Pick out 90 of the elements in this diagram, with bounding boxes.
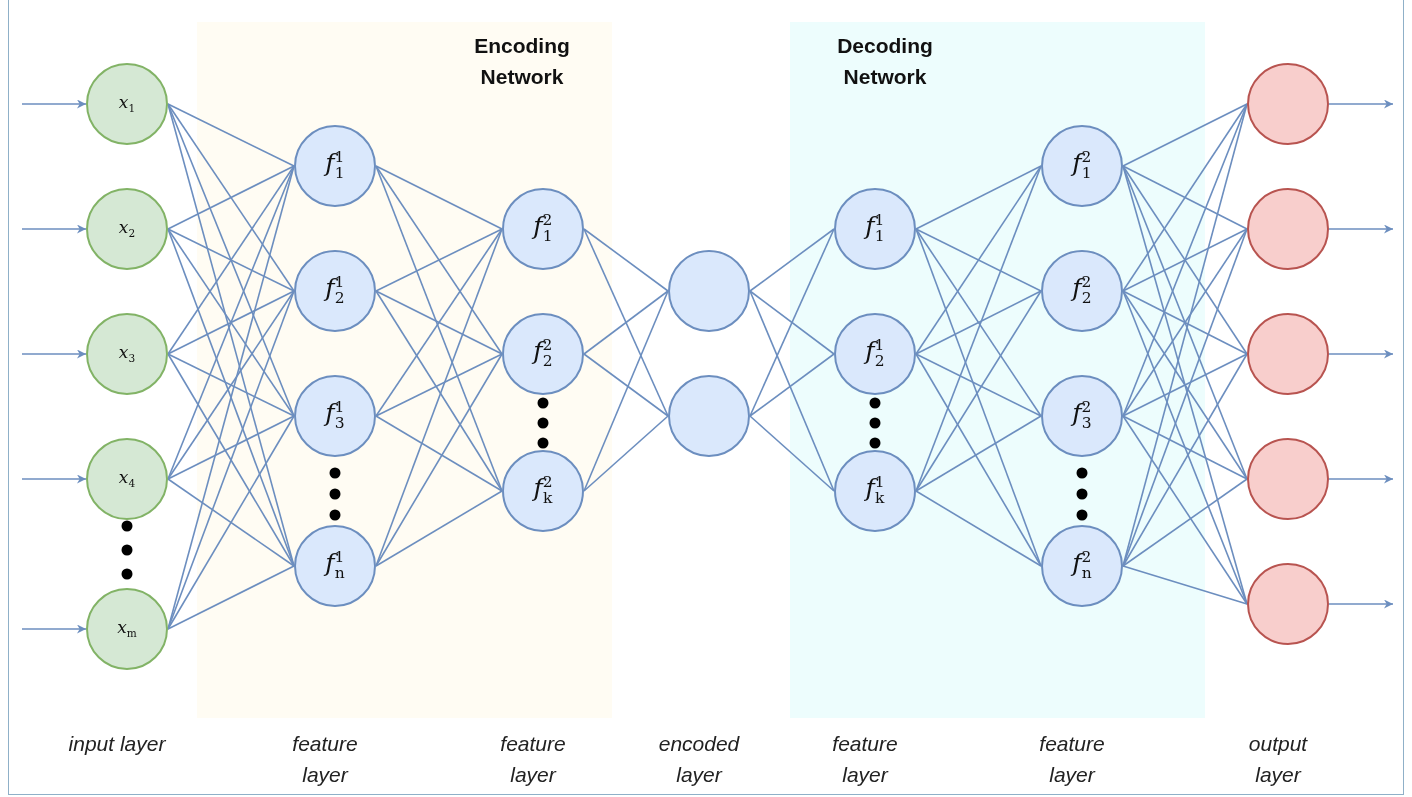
connection-line: [915, 228, 1042, 292]
arrow: [21, 349, 87, 359]
connection-line: [1122, 415, 1248, 480]
connection-line: [583, 228, 669, 417]
connection-line: [915, 353, 1042, 567]
connection-line: [167, 165, 295, 355]
region-title: Encoding Network: [473, 33, 571, 90]
connection-line: [167, 565, 295, 630]
arrow: [1328, 474, 1394, 484]
connection-line: [915, 415, 1042, 492]
connection-line: [1122, 290, 1248, 480]
arrow: [1328, 99, 1394, 109]
connection-line: [375, 353, 503, 417]
connection-line: [1122, 228, 1248, 292]
connection-line: [1122, 165, 1248, 230]
connection-line: [1122, 415, 1248, 605]
connection-line: [583, 415, 669, 492]
arrow: [1328, 349, 1394, 359]
connection-line: [1122, 353, 1248, 567]
connection-line: [167, 353, 295, 417]
neuron-label: x$_{2}$: [118, 219, 136, 239]
connection-line: [749, 415, 835, 492]
connection-line: [749, 228, 835, 417]
connection-line: [915, 290, 1042, 492]
arrow: [21, 99, 87, 109]
connection-line: [375, 290, 503, 492]
arrow: [1328, 224, 1394, 234]
connection-line: [375, 353, 503, 567]
connection-line: [167, 165, 295, 230]
connection-line: [915, 228, 1042, 417]
connection-line: [375, 165, 503, 230]
layer-label: feature layer: [831, 731, 899, 788]
connection-line: [1122, 228, 1248, 417]
connection-line: [915, 490, 1042, 567]
layer-label: feature layer: [1038, 731, 1106, 788]
neuron-label: x$_{3}$: [118, 344, 136, 364]
connection-line: [915, 165, 1042, 355]
connection-line: [1122, 165, 1248, 355]
connection-line: [1122, 103, 1248, 167]
connection-line: [167, 290, 295, 480]
connection-line: [749, 290, 835, 492]
connection-line: [915, 228, 1042, 567]
layer-label: encoded layer: [657, 731, 741, 788]
layer-label: feature layer: [499, 731, 567, 788]
layer-label: output layer: [1247, 731, 1309, 788]
connection-line: [167, 228, 295, 417]
connection-line: [1122, 103, 1248, 292]
connection-line: [583, 290, 669, 355]
connection-line: [167, 290, 295, 355]
neuron-label: x$_{m}$: [117, 619, 137, 639]
connection-line: [167, 228, 295, 292]
connection-line: [375, 290, 503, 355]
layer-label: feature layer: [291, 731, 359, 788]
connection-line: [915, 353, 1042, 417]
connection-line: [1122, 565, 1248, 605]
connection-line: [915, 165, 1042, 492]
arrow: [1328, 599, 1394, 609]
layer-label: input layer: [67, 731, 167, 757]
connection-line: [749, 353, 835, 417]
connection-line: [375, 228, 503, 292]
connection-line: [375, 228, 503, 417]
connection-line: [167, 478, 295, 567]
arrow: [21, 224, 87, 234]
connection-line: [167, 103, 295, 292]
network-region: [790, 22, 1205, 718]
connection-line: [749, 228, 835, 292]
connection-line: [167, 415, 295, 480]
connection-line: [583, 353, 669, 417]
network-region: [197, 22, 612, 718]
connection-line: [1122, 478, 1248, 567]
connection-line: [375, 165, 503, 355]
connection-line: [167, 103, 295, 167]
connection-line: [1122, 290, 1248, 355]
arrow: [21, 474, 87, 484]
connection-line: [167, 415, 295, 630]
connection-line: [167, 353, 295, 567]
connection-line: [375, 415, 503, 492]
connection-line: [583, 290, 669, 492]
connection-line: [375, 228, 503, 567]
connection-line: [583, 228, 669, 292]
arrow: [21, 624, 87, 634]
connection-line: [1122, 353, 1248, 417]
neuron-label: x$_{4}$: [118, 469, 136, 489]
connection-line: [915, 165, 1042, 230]
connection-line: [375, 165, 503, 492]
neuron-label: x$_{1}$: [118, 94, 136, 114]
connection-line: [749, 290, 835, 355]
region-title: Decoding Network: [836, 33, 934, 90]
connection-line: [375, 490, 503, 567]
connection-line: [915, 290, 1042, 355]
